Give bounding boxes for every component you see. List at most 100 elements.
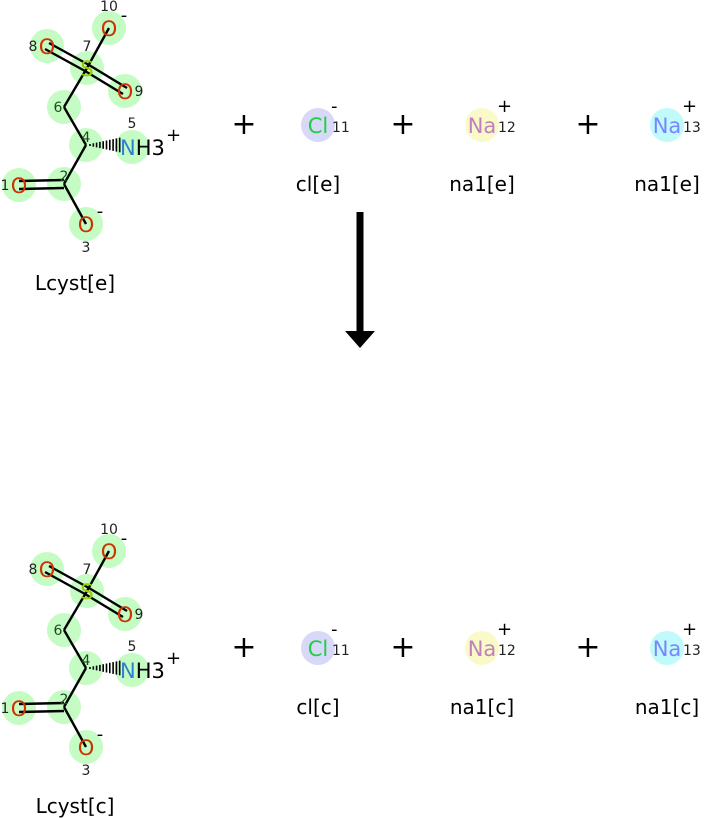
bond [62, 629, 88, 669]
charge-sign: + [682, 96, 697, 117]
bond [62, 144, 88, 185]
atom-symbol: O [78, 736, 95, 760]
atom-number: 1 [1, 701, 10, 717]
bond [62, 183, 88, 225]
atom-number: 3 [82, 240, 91, 256]
atom-highlight [115, 130, 149, 164]
charge-sign: - [331, 96, 338, 117]
bond [48, 41, 90, 67]
bond [44, 47, 86, 73]
atom-number: 5 [128, 639, 137, 655]
na13-ion: Na+13 na1[e] [634, 96, 701, 196]
plus-sign: + [390, 107, 415, 142]
atom-highlight [2, 168, 36, 202]
bond [62, 590, 89, 631]
charge-sign: - [97, 201, 104, 222]
bond [62, 706, 88, 748]
charge-sign: - [121, 528, 128, 549]
atom-number: 10 [100, 0, 118, 15]
atom-highlight [2, 691, 36, 725]
atom-highlight [465, 631, 499, 665]
atom-symbol: NH3 [120, 659, 165, 683]
atom-number: 4 [82, 653, 91, 669]
atom-number: 6 [54, 100, 63, 116]
atom-number: 13 [683, 643, 701, 659]
cl-label: cl[e] [296, 172, 340, 196]
atom-highlight [301, 631, 335, 665]
charge-sign: + [497, 96, 512, 117]
atom-symbol: O [101, 17, 118, 41]
bond [85, 27, 111, 69]
bond [18, 701, 65, 706]
atom-number: 8 [29, 39, 38, 55]
na12-label: na1[e] [449, 172, 515, 196]
atom-highlight [301, 108, 335, 142]
atom-number: 12 [498, 120, 516, 136]
atom-number: 1 [1, 178, 10, 194]
molecule-label: Lcyst[c] [36, 794, 115, 818]
cl-label: cl[c] [296, 695, 339, 719]
charge-sign: + [166, 648, 181, 669]
atom-number: 9 [135, 607, 144, 623]
atom-symbol: O [101, 540, 118, 564]
atom-symbol: O [11, 697, 28, 721]
molecule-label: Lcyst[e] [35, 271, 115, 295]
atom-number: 6 [54, 623, 63, 639]
charge-sign: + [166, 125, 181, 146]
atom-number: 4 [82, 130, 91, 146]
reaction-arrow [345, 212, 375, 348]
atom-symbol: O [39, 558, 56, 582]
bond [85, 550, 111, 592]
atom-number: 11 [332, 120, 350, 136]
atom-highlight [115, 653, 149, 687]
bond [62, 667, 88, 708]
atom-symbol: O [78, 213, 95, 237]
cl-ion: Cl- 11 cl[e] [296, 96, 350, 196]
bond [88, 586, 128, 613]
atom-symbol: S [80, 580, 93, 604]
atom-symbol: O [117, 80, 134, 104]
charge-sign: - [331, 619, 338, 640]
atom-number: 7 [83, 39, 92, 55]
na12-label: na1[c] [450, 695, 514, 719]
atom-symbol: O [11, 174, 28, 198]
ion-symbol: Na [653, 637, 682, 661]
plus-sign: + [231, 107, 256, 142]
na13-label: na1[e] [634, 172, 700, 196]
bond [62, 67, 89, 108]
plus-sign: + [575, 107, 600, 142]
atom-highlight [465, 108, 499, 142]
na12-ion: Na+12 na1[e] [449, 96, 516, 196]
atom-number: 13 [683, 120, 701, 136]
plus-sign: + [575, 630, 600, 665]
atom-number: 2 [60, 169, 69, 185]
bond [18, 186, 65, 191]
bond [84, 592, 124, 619]
bond [48, 564, 90, 590]
atom-highlight [650, 631, 684, 665]
charge-sign: + [682, 619, 697, 640]
ion-symbol: Na [653, 114, 682, 138]
bond [18, 178, 65, 183]
atom-number: 9 [135, 84, 144, 100]
atom-number: 8 [29, 562, 38, 578]
atom-symbol: S [80, 57, 93, 81]
atom-number: 11 [332, 643, 350, 659]
charge-sign: - [121, 5, 128, 26]
plus-sign: + [231, 630, 256, 665]
bond [18, 709, 65, 714]
charge-sign: - [97, 724, 104, 745]
ion-symbol: Cl [308, 114, 329, 138]
bond [88, 63, 128, 90]
atom-highlight [650, 108, 684, 142]
ion-symbol: Na [468, 114, 497, 138]
atom-number: 12 [498, 643, 516, 659]
